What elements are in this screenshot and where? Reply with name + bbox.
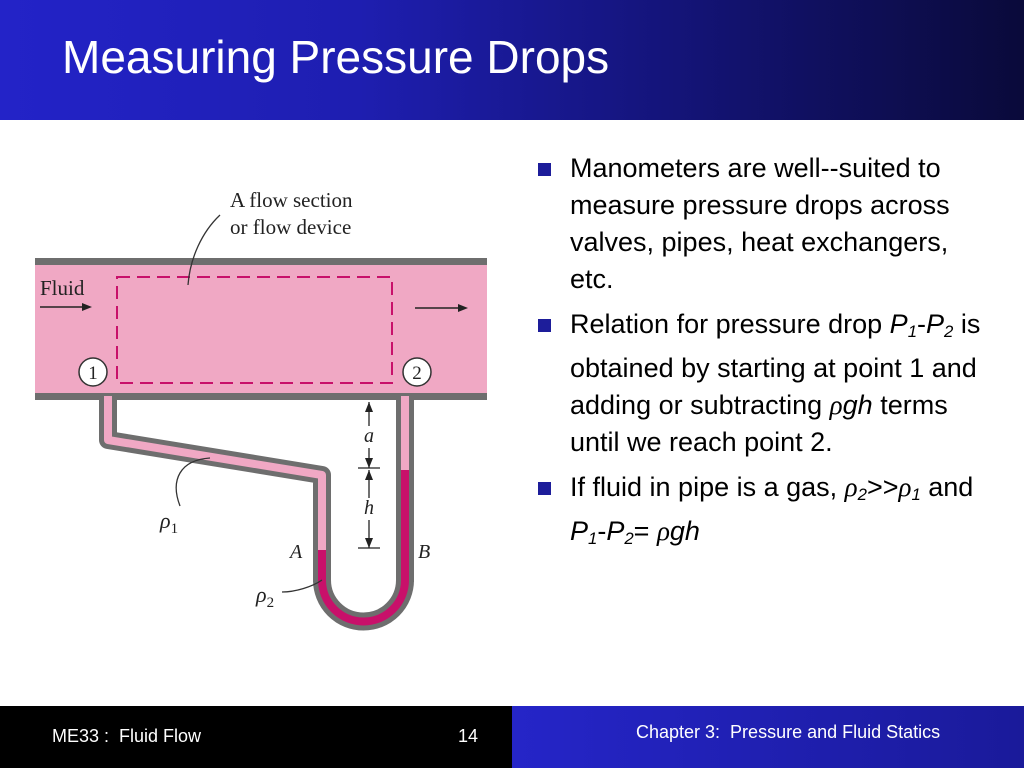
footer-chapter: Chapter 3: Pressure and Fluid Statics: [636, 722, 941, 742]
flow-section-label-line2: or flow device: [230, 215, 351, 239]
pipe-top-wall: [35, 258, 487, 265]
bullet-square-icon: [538, 319, 551, 332]
manometer-left-leg-fluid: [104, 396, 326, 552]
flow-section-label-line1: A flow section: [230, 188, 353, 212]
label-a: a: [364, 425, 374, 447]
label-B: B: [418, 541, 430, 563]
label-h: h: [364, 497, 374, 519]
pipe-bottom-wall: [35, 393, 487, 400]
svg-text:1: 1: [88, 363, 98, 384]
flow-device-box: [116, 276, 393, 384]
bullet-item-2: Relation for pressure drop P1-P2 is obta…: [536, 306, 986, 461]
point-1-marker: 1: [78, 357, 108, 387]
footer-right: Chapter 3: Pressure and Fluid Statics: [512, 706, 1024, 768]
svg-text:2: 2: [412, 363, 422, 384]
footer-course: ME33 : Fluid Flow: [52, 726, 202, 746]
flow-section-leader: [187, 214, 221, 286]
rho1-leader: [175, 457, 211, 507]
outflow-arrow-icon: [415, 304, 468, 312]
bullet-list: Manometers are well--suited to measure p…: [536, 150, 986, 566]
fluid-label: Fluid: [40, 276, 85, 300]
manometer-heavy-fluid: [318, 470, 409, 626]
bullet-item-3: If fluid in pipe is a gas, ρ2>>ρ1 and P1…: [536, 469, 986, 557]
point-2-marker: 2: [402, 357, 432, 387]
rho1-label: ρ1: [159, 508, 178, 537]
footer-left: ME33 : Fluid Flow 14: [0, 706, 512, 768]
bullet-item-1: Manometers are well--suited to measure p…: [536, 150, 986, 298]
slide-header: Measuring Pressure Drops: [0, 0, 1024, 120]
bullet-square-icon: [538, 482, 551, 496]
slide-title: Measuring Pressure Drops: [62, 31, 610, 83]
inflow-arrow-icon: [40, 303, 92, 311]
bullet-square-icon: [538, 163, 551, 176]
footer-page-number: 14: [458, 726, 479, 746]
manometer-diagram: A flow section or flow device Fluid 1 2 …: [35, 188, 487, 631]
rho2-label: ρ2: [255, 582, 274, 611]
rho2-leader: [281, 579, 323, 593]
manometer-u-bend-wall: [313, 579, 414, 631]
dimension-a: [358, 402, 380, 469]
label-A: A: [288, 541, 303, 563]
dimension-h: [358, 470, 380, 549]
